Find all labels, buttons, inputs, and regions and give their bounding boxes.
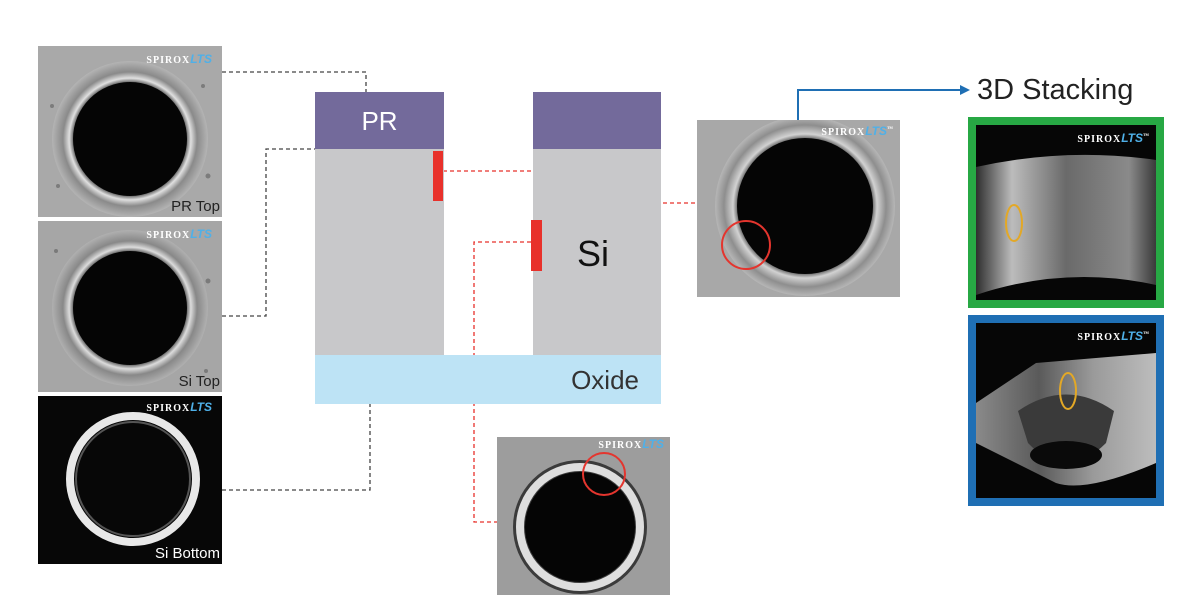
si-block-right: Si <box>533 149 661 355</box>
brand-logo: SPIROXLTS™ <box>1077 329 1150 343</box>
highlight-circle-icon <box>721 220 771 270</box>
si-label: Si <box>577 233 610 274</box>
oxide-layer: Oxide <box>315 355 661 404</box>
image-si-bottom: SPIROXLTS Si Bottom <box>38 396 222 564</box>
pr-block-left: PR <box>315 92 444 149</box>
image-3d-green: SPIROXLTS™ <box>968 117 1164 308</box>
image-defect-bottom: SPIROXLTS <box>497 437 670 595</box>
image-3d-blue: SPIROXLTS™ <box>968 315 1164 506</box>
brand-logo: SPIROXLTS <box>598 437 664 451</box>
stacking-title: 3D Stacking <box>977 74 1134 106</box>
brand-logo: SPIROXLTS™ <box>1077 131 1150 145</box>
brand-logo: SPIROXLTS™ <box>821 124 894 138</box>
pr-label: PR <box>361 106 398 136</box>
brand-logo: SPIROXLTS <box>146 227 212 241</box>
image-defect-top: SPIROXLTS™ <box>697 120 900 297</box>
image-si-top: SPIROXLTS Si Top <box>38 221 222 392</box>
brand-logo: SPIROXLTS <box>146 400 212 414</box>
arrow-right-icon <box>960 85 970 95</box>
pr-block-right <box>533 92 661 149</box>
brand-logo: SPIROXLTS <box>146 52 212 66</box>
tile-label-pr-top: PR Top <box>171 198 220 215</box>
image-pr-top: SPIROXLTS PR Top <box>38 46 222 217</box>
highlight-circle-icon <box>582 452 626 496</box>
highlight-ellipse-icon <box>1059 372 1077 410</box>
connector-pr-top <box>222 71 367 92</box>
si-block-left <box>315 149 444 355</box>
arrow-line <box>797 89 960 122</box>
defect-marker-lower <box>531 220 542 271</box>
highlight-ellipse-icon <box>1005 204 1023 242</box>
tile-label-si-top: Si Top <box>178 373 220 390</box>
tile-label-si-bottom: Si Bottom <box>154 545 220 562</box>
defect-marker-upper <box>433 151 443 201</box>
oxide-label: Oxide <box>571 365 639 395</box>
